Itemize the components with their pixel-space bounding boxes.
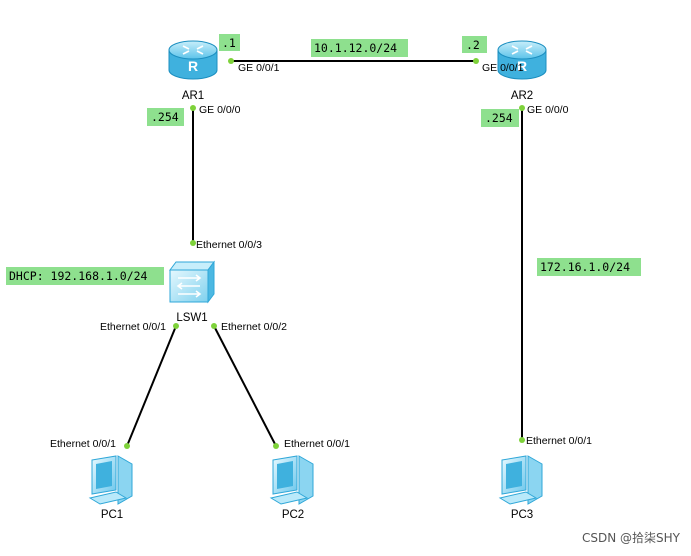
port-label-ar1-ge000: GE 0/0/0 [199, 104, 241, 116]
tag-link-net: 10.1.12.0/24 [314, 41, 397, 55]
router-icon: R [168, 40, 218, 80]
switch-icon [169, 260, 215, 304]
tag-box [481, 109, 519, 127]
port-label-ar2-ge000: GE 0/0/0 [527, 104, 569, 116]
tag-ar1-dot1: .1 [222, 36, 236, 50]
tag-box [147, 108, 184, 126]
port-dot [190, 105, 196, 111]
port-dots [124, 58, 525, 449]
port-label-lsw1-e002: Ethernet 0/0/2 [221, 321, 287, 333]
svg-text:R: R [517, 58, 527, 74]
device-label-pc2: PC2 [282, 509, 304, 521]
pc-icon [88, 455, 133, 505]
port-label-ar1-ge001: GE 0/0/1 [238, 62, 280, 74]
port-label-lsw1-e001: Ethernet 0/0/1 [100, 321, 166, 333]
port-dot [211, 323, 217, 329]
pc-pc1[interactable] [88, 455, 133, 505]
tag-box [537, 258, 641, 276]
tag-box [6, 267, 164, 285]
pc-pc3[interactable] [498, 455, 543, 505]
port-label-ar2-ge001: GE 0/0/1 [482, 62, 524, 74]
port-label-pc2-e001: Ethernet 0/0/1 [284, 438, 350, 450]
tag-box [311, 39, 408, 57]
links [126, 60, 523, 447]
link-lsw1-pc2 [213, 325, 277, 447]
device-label-ar2: AR2 [511, 90, 533, 102]
router-ar1[interactable]: R [168, 40, 218, 80]
port-dot [173, 323, 179, 329]
port-dot [228, 58, 234, 64]
device-label-pc3: PC3 [511, 509, 533, 521]
device-label-lsw1: LSW1 [176, 312, 207, 324]
port-label-pc3-e001: Ethernet 0/0/1 [526, 435, 592, 447]
pc-pc2[interactable] [269, 455, 314, 505]
svg-text:R: R [188, 58, 198, 74]
port-dot [273, 443, 279, 449]
tag-net172: 172.16.1.0/24 [540, 260, 630, 274]
tag-ar2-gw: .254 [485, 111, 513, 125]
tag-ar1-gw: .254 [151, 110, 179, 124]
tag-dhcp: DHCP: 192.168.1.0/24 [9, 269, 148, 283]
watermark: CSDN @拾柒SHY [582, 530, 681, 545]
port-label-pc1-e001: Ethernet 0/0/1 [50, 438, 116, 450]
address-tags: .1 10.1.12.0/24 .2 .254 .254 DHCP: 192.1… [6, 34, 641, 285]
router-ar2[interactable]: R [497, 40, 547, 80]
port-dot [519, 105, 525, 111]
router-icon: R [497, 40, 547, 80]
pc-icon [269, 455, 314, 505]
port-dot [124, 443, 130, 449]
tag-ar2-dot2: .2 [466, 38, 480, 52]
pc-icon [498, 455, 543, 505]
device-label-ar1: AR1 [182, 90, 204, 102]
port-dot [519, 437, 525, 443]
port-dot [473, 58, 479, 64]
link-lsw1-pc1 [126, 325, 177, 447]
device-label-pc1: PC1 [101, 509, 123, 521]
port-labels: GE 0/0/1 GE 0/0/1 GE 0/0/0 GE 0/0/0 Ethe… [50, 62, 592, 450]
tag-box [462, 36, 487, 53]
tag-box [219, 34, 240, 51]
switch-lsw1[interactable] [169, 260, 215, 304]
port-dot [190, 240, 196, 246]
port-label-lsw1-e003: Ethernet 0/0/3 [196, 239, 262, 251]
